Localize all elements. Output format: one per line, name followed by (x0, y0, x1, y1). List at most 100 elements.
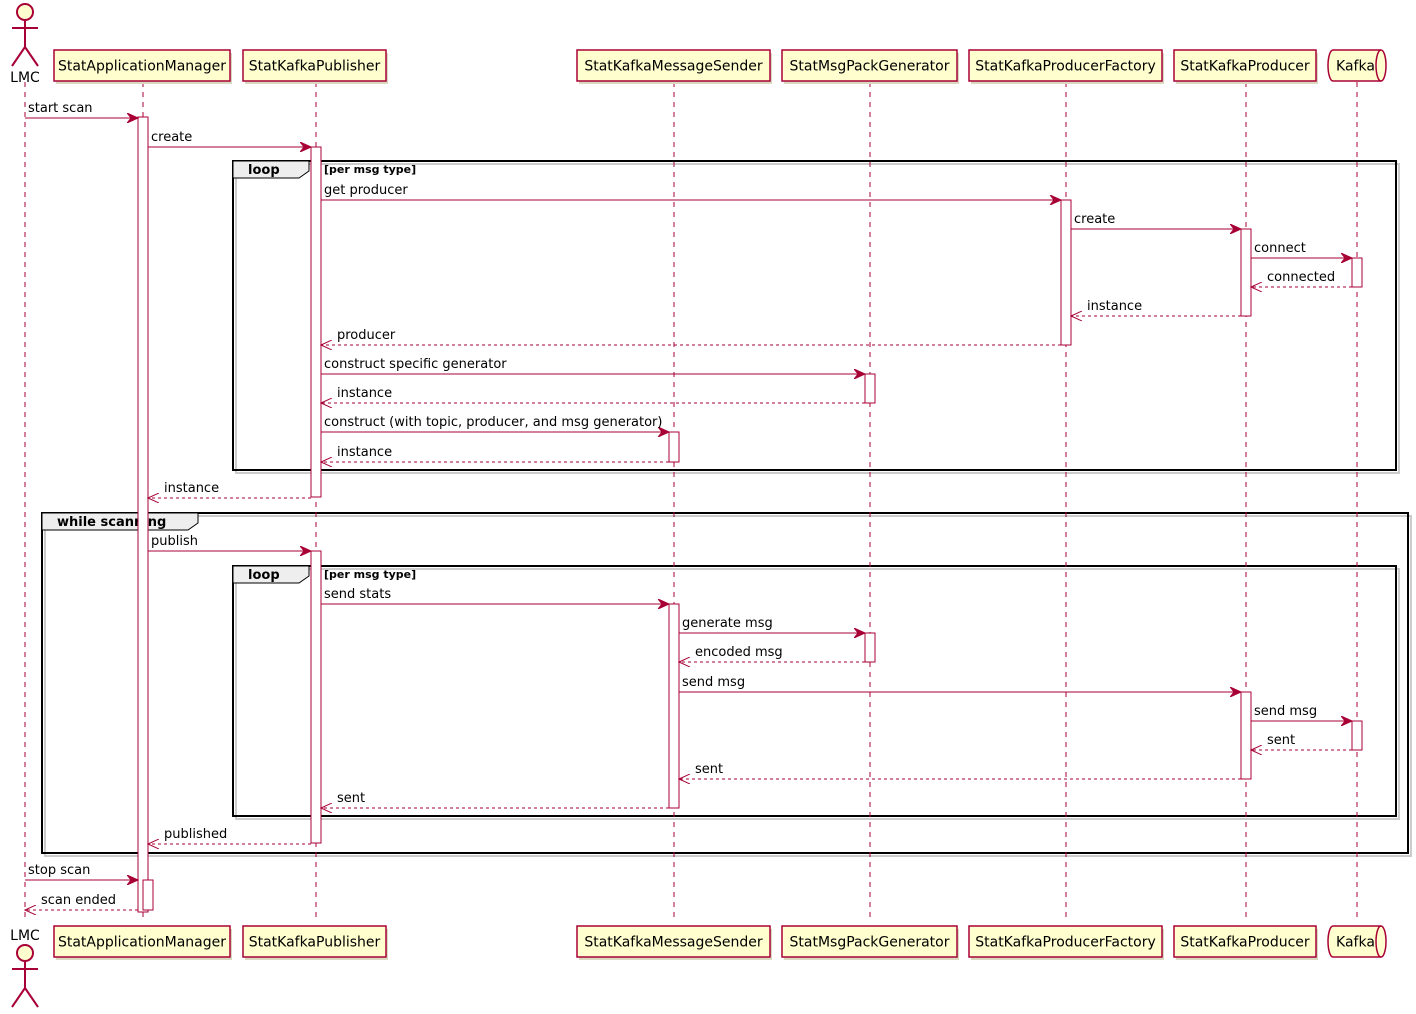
message-24: scan ended (25, 893, 138, 910)
participant-label: StatKafkaProducerFactory (975, 935, 1156, 951)
participant-label: StatMsgPackGenerator (790, 935, 950, 951)
activation-bar-smpg (864, 632, 876, 663)
participant-skprod-bottom: StatKafkaProducer (1173, 925, 1318, 960)
message-label: publish (151, 534, 198, 549)
message-label: encoded msg (695, 645, 783, 660)
message-label: sent (695, 762, 723, 777)
participant-label: StatKafkaPublisher (249, 59, 381, 75)
activation-bar-kafka (1351, 257, 1363, 288)
activation-bar-skp (310, 550, 322, 844)
message-18: send msg (1251, 704, 1352, 721)
participant-sam-top: StatApplicationManager (53, 49, 232, 84)
participant-box (781, 49, 958, 82)
participant-skpf-top: StatKafkaProducerFactory (968, 49, 1164, 84)
participant-box (242, 49, 387, 82)
participant-label: StatKafkaProducerFactory (975, 59, 1156, 75)
message-6: instance (1071, 299, 1241, 316)
message-15: generate msg (679, 616, 865, 633)
participant-label: StatKafkaProducer (1180, 59, 1310, 75)
participant-box (53, 925, 231, 958)
participant-box (1173, 925, 1317, 958)
message-0: start scan (25, 101, 138, 118)
activation-bar-skms (668, 603, 680, 809)
message-4: connect (1251, 241, 1352, 258)
message-label: send msg (682, 675, 745, 690)
group-tab (232, 565, 310, 584)
message-8: construct specific generator (321, 357, 865, 374)
group-keyword: loop (248, 568, 280, 583)
message-label: generate msg (682, 616, 773, 631)
participant-label: StatKafkaProducer (1180, 935, 1310, 951)
group-tab (232, 160, 310, 179)
activation-bar-skp (310, 146, 322, 498)
message-11: instance (321, 445, 669, 462)
message-label: instance (337, 445, 392, 460)
participant-box (781, 925, 958, 958)
participant-box (968, 925, 1163, 958)
group-frame (41, 512, 1409, 854)
message-5: connected (1251, 270, 1352, 287)
participant-label: StatApplicationManager (58, 935, 226, 951)
message-20: sent (679, 762, 1241, 779)
message-23: stop scan (25, 863, 138, 880)
message-13: publish (148, 534, 311, 551)
participant-smpg-top: StatMsgPackGenerator (781, 49, 959, 84)
participant-label: Kafka (1336, 59, 1375, 75)
message-12: instance (148, 481, 311, 498)
participant-label: StatApplicationManager (58, 59, 226, 75)
group-fragment-1: while scanning (41, 512, 1412, 857)
participant-label: StatKafkaMessageSender (584, 59, 763, 75)
message-label: send stats (324, 587, 391, 602)
participant-skp-top: StatKafkaPublisher (242, 49, 388, 84)
group-fragment-0: loop[per msg type] (232, 160, 1400, 474)
message-21: sent (321, 791, 669, 808)
actor-head (16, 3, 34, 21)
message-label: instance (164, 481, 219, 496)
message-label: instance (337, 386, 392, 401)
participant-skpf-bottom: StatKafkaProducerFactory (968, 925, 1164, 960)
actor-lmc-bottom: LMC (10, 928, 40, 1008)
participant-kafka-bottom: Kafka (1327, 925, 1387, 958)
message-label: scan ended (41, 893, 116, 908)
participant-smpg-bottom: StatMsgPackGenerator (781, 925, 959, 960)
message-9: instance (321, 386, 865, 403)
message-2: get producer (321, 183, 1061, 200)
activation-bar-kafka (1351, 720, 1363, 751)
message-17: send msg (679, 675, 1241, 692)
group-keyword: while scanning (57, 515, 166, 530)
participant-box (53, 49, 231, 82)
participant-skprod-top: StatKafkaProducer (1173, 49, 1318, 84)
activation-bar-smpg (864, 373, 876, 404)
group-frame (232, 160, 1397, 471)
participant-box (968, 49, 1163, 82)
message-label: connect (1254, 241, 1306, 256)
message-label: send msg (1254, 704, 1317, 719)
message-label: published (164, 827, 227, 842)
participant-skp-bottom: StatKafkaPublisher (242, 925, 388, 960)
message-label: connected (1267, 270, 1335, 285)
message-label: construct specific generator (324, 357, 507, 372)
participant-label: StatMsgPackGenerator (790, 59, 950, 75)
participant-label: LMC (10, 928, 40, 944)
participant-label: Kafka (1336, 935, 1375, 951)
message-7: producer (321, 328, 1061, 345)
participant-skms-top: StatKafkaMessageSender (576, 49, 772, 84)
group-fragment-2: loop [per msg type] (232, 565, 1400, 820)
group-condition: [per msg type] (324, 568, 416, 581)
group-keyword: loop (248, 163, 280, 178)
message-label: stop scan (28, 863, 90, 878)
message-label: sent (1267, 733, 1295, 748)
message-label: sent (337, 791, 365, 806)
activation-bar-skprod (1240, 691, 1252, 780)
activation-bar-sam (142, 879, 154, 911)
message-label: get producer (324, 183, 408, 198)
participant-sam-bottom: StatApplicationManager (53, 925, 232, 960)
actor-lmc-top: LMC (10, 3, 40, 86)
message-label: create (151, 130, 192, 145)
message-22: published (148, 827, 311, 844)
participant-box (576, 925, 771, 958)
group-frame (232, 565, 1397, 817)
participant-label: StatKafkaPublisher (249, 935, 381, 951)
message-3: create (1071, 212, 1241, 229)
